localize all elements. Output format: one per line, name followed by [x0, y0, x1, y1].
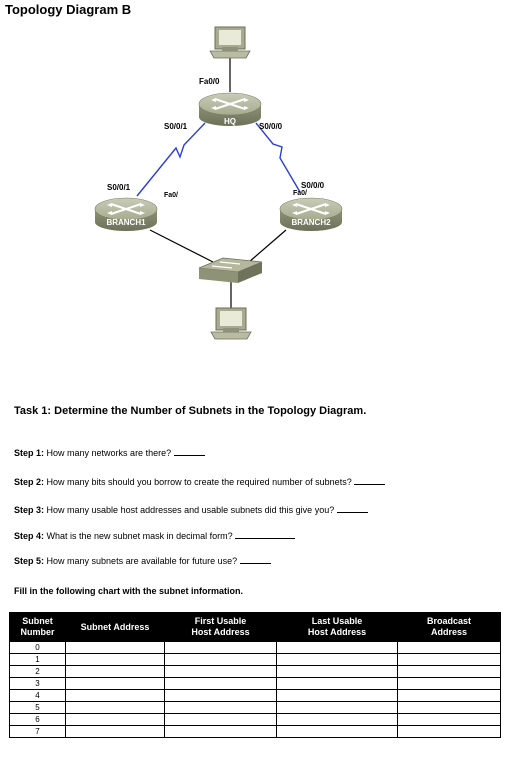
router-branch2-label: BRANCH2: [291, 218, 331, 227]
table-cell: [397, 641, 501, 654]
subnet-number: 2: [9, 665, 66, 678]
step-question: How many networks are there?: [46, 448, 172, 458]
step-4: Step 4: What is the new subnet mask in d…: [14, 530, 296, 541]
subnet-number: 1: [9, 653, 66, 666]
step-3: Step 3: How many usable host addresses a…: [14, 504, 368, 515]
table-cell: [65, 725, 165, 738]
table-cell: [276, 689, 398, 702]
subnet-number: 3: [9, 677, 66, 690]
table-cell: [65, 665, 165, 678]
table-cell: [164, 677, 277, 690]
interface-label: Fa0/0: [199, 77, 220, 86]
table-cell: [164, 725, 277, 738]
table-row: 0: [9, 641, 501, 654]
table-cell: [397, 653, 501, 666]
subnet-number: 7: [9, 725, 66, 738]
table-cell: [164, 689, 277, 702]
step-question: What is the new subnet mask in decimal f…: [46, 531, 233, 541]
step-label: Step 2:: [14, 477, 45, 487]
table-cell: [276, 653, 398, 666]
step-5: Step 5: How many subnets are available f…: [14, 555, 271, 566]
serial-link-left: [136, 122, 206, 197]
step-label: Step 5:: [14, 556, 45, 566]
answer-blank: [235, 530, 296, 539]
table-cell: [65, 713, 165, 726]
table-cell: [397, 677, 501, 690]
table-row: 7: [9, 725, 501, 738]
table-cell: [276, 701, 398, 714]
table-row: 3: [9, 677, 501, 690]
table-cell: [65, 653, 165, 666]
step-1: Step 1: How many networks are there?: [14, 447, 205, 458]
pc-icon: [209, 26, 251, 59]
router-branch1-label: BRANCH1: [106, 218, 146, 227]
table-cell: [397, 713, 501, 726]
subnet-number: 0: [9, 641, 66, 654]
table-cell: [397, 689, 501, 702]
serial-link-right: [255, 122, 301, 193]
step-label: Step 3:: [14, 505, 45, 515]
table-cell: [65, 677, 165, 690]
column-header: Subnet Address: [65, 612, 165, 642]
table-cell: [164, 653, 277, 666]
step-question: How many usable host addresses and usabl…: [46, 505, 335, 515]
answer-blank: [354, 476, 386, 485]
router-branch2-icon: BRANCH2: [279, 197, 343, 231]
topology-diagram: HQ BRANCH1 BRANCH2 Fa0/0 S0/0/1 S0/0/0 S…: [94, 26, 343, 340]
table-cell: [276, 677, 398, 690]
table-cell: [276, 641, 398, 654]
table-cell: [397, 665, 501, 678]
chart-instruction: Fill in the following chart with the sub…: [14, 586, 243, 596]
task-heading: Task 1: Determine the Number of Subnets …: [14, 405, 367, 417]
table-cell: [276, 725, 398, 738]
table-row: 6: [9, 713, 501, 726]
table-cell: [65, 689, 165, 702]
step-question: How many bits should you borrow to creat…: [46, 477, 352, 487]
step-label: Step 1:: [14, 448, 45, 458]
step-label: Step 4:: [14, 531, 45, 541]
branch1-switch-link: [149, 229, 214, 263]
subnet-number: 6: [9, 713, 66, 726]
router-hq-icon: HQ: [198, 92, 262, 126]
interface-label: Fa0/: [164, 192, 178, 199]
table-row: 4: [9, 689, 501, 702]
interface-label: Fa0/: [293, 190, 307, 197]
subnet-number: 4: [9, 689, 66, 702]
table-cell: [65, 701, 165, 714]
table-cell: [65, 641, 165, 654]
switch-icon: [198, 257, 263, 283]
table-cell: [397, 725, 501, 738]
table-cell: [164, 701, 277, 714]
interface-label: S0/0/0: [259, 122, 283, 131]
table-cell: [164, 665, 277, 678]
interface-label: S0/0/1: [164, 122, 188, 131]
branch2-switch-link: [248, 229, 287, 263]
router-branch1-icon: BRANCH1: [94, 197, 158, 231]
answer-blank: [173, 447, 205, 456]
answer-blank: [336, 504, 368, 513]
table-cell: [164, 713, 277, 726]
pc-icon: [210, 307, 252, 340]
answer-blank: [239, 555, 271, 564]
table-row: 1: [9, 653, 501, 666]
interface-label: S0/0/1: [107, 183, 131, 192]
subnet-number: 5: [9, 701, 66, 714]
table-row: 2: [9, 665, 501, 678]
step-2: Step 2: How many bits should you borrow …: [14, 476, 386, 487]
table-cell: [397, 701, 501, 714]
page-title: Topology Diagram B: [5, 2, 132, 17]
table-cell: [276, 665, 398, 678]
interface-label: S0/0/0: [301, 181, 325, 190]
table-cell: [276, 713, 398, 726]
table-cell: [164, 641, 277, 654]
table-row: 5: [9, 701, 501, 714]
step-question: How many subnets are available for futur…: [46, 556, 238, 566]
router-hq-label: HQ: [224, 117, 236, 126]
